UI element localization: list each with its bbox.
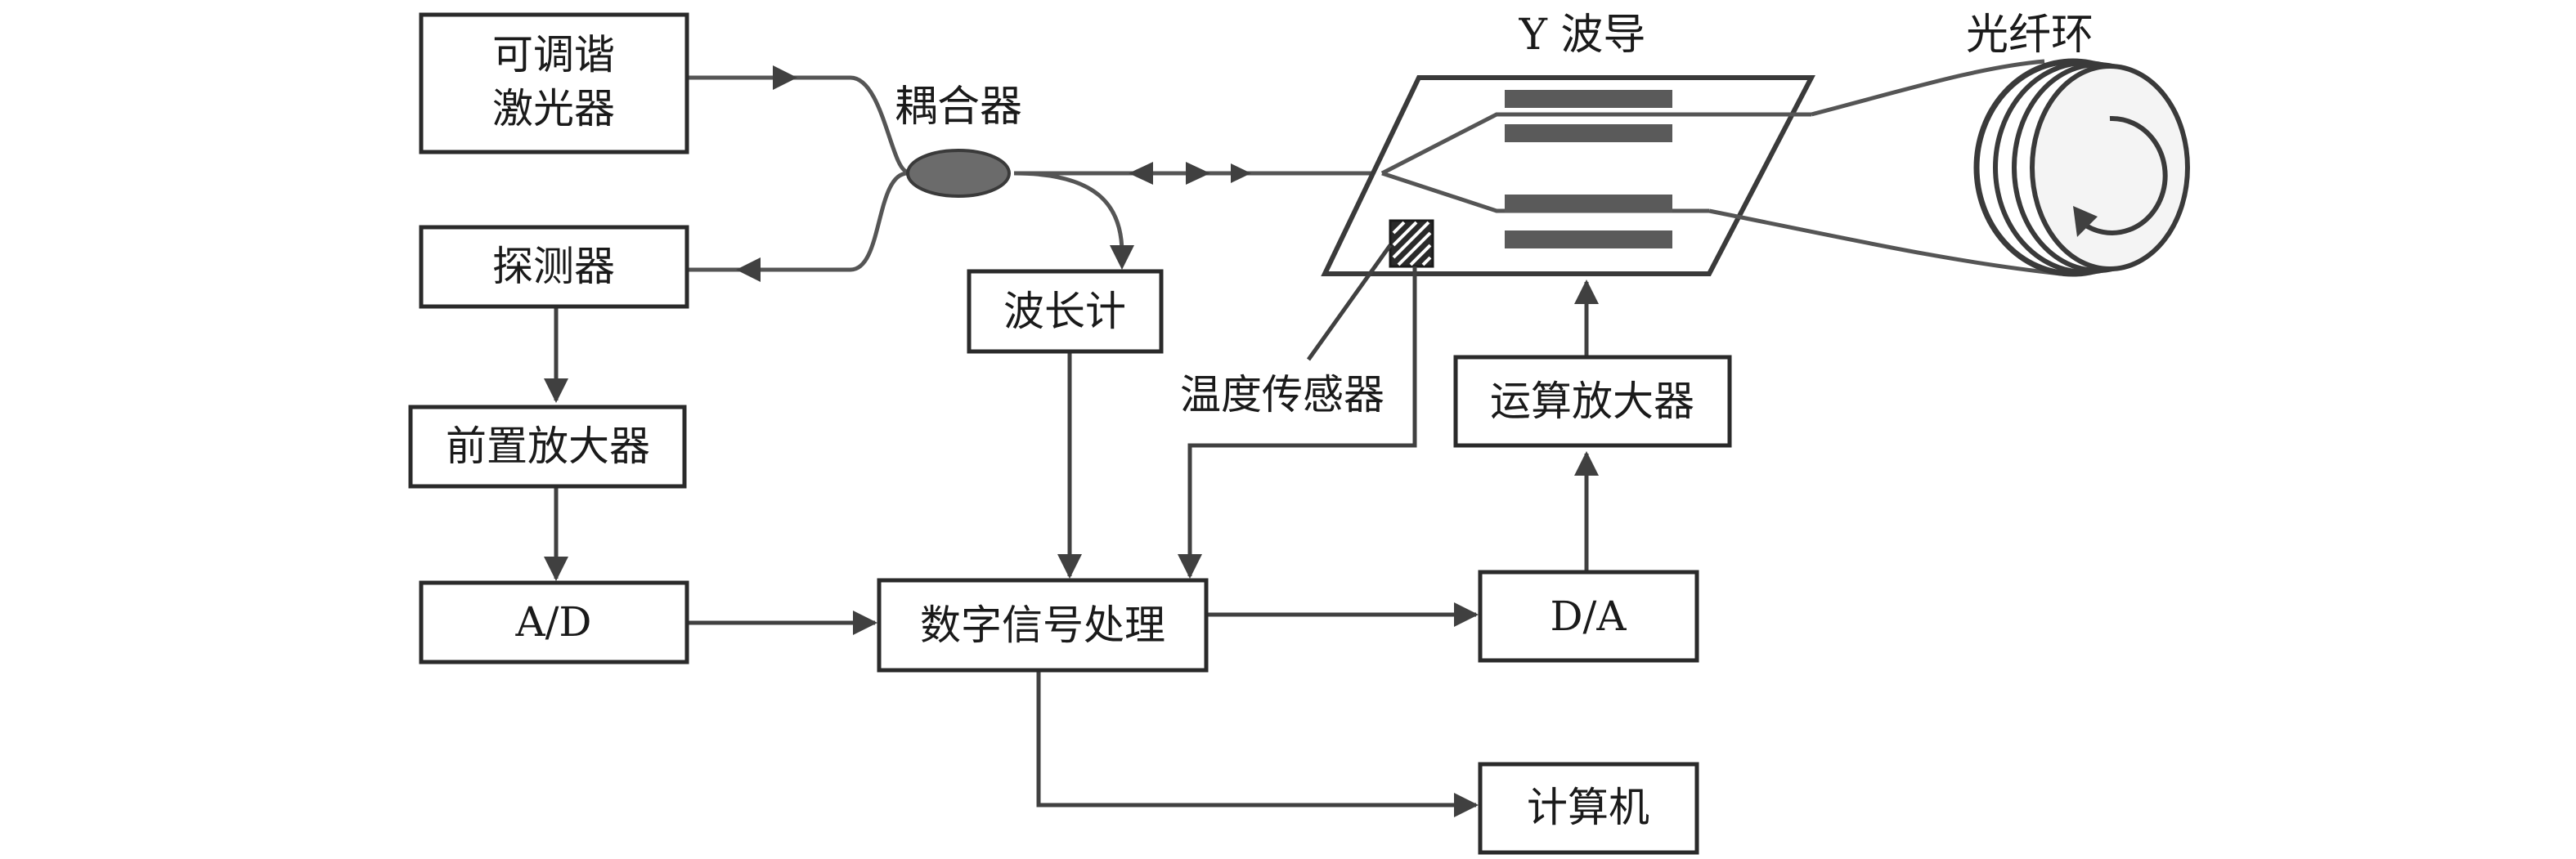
coupler xyxy=(906,149,1011,198)
computer-label: 计算机 xyxy=(1527,784,1649,831)
temperature-sensor-leader xyxy=(1306,244,1393,361)
temperature-sensor-element xyxy=(1389,219,1434,268)
dac-box: D/A xyxy=(1478,570,1699,663)
tunable-laser-label-line1: 可调谐 xyxy=(492,31,615,78)
detector-box: 探测器 xyxy=(419,225,689,309)
fiber-coil xyxy=(1708,58,2190,277)
opamp-label: 运算放大器 xyxy=(1490,378,1694,425)
fiber-coil-label: 光纤环 xyxy=(1966,11,2094,60)
dsp-label: 数字信号处理 xyxy=(920,602,1165,649)
preamp-box: 前置放大器 xyxy=(408,405,687,489)
optical-fiber-paths xyxy=(687,65,1382,282)
temperature-sensor-label: 温度传感器 xyxy=(1180,371,1384,418)
detector-label: 探测器 xyxy=(492,243,615,290)
y-waveguide-label: Y 波导 xyxy=(1519,11,1646,60)
wavemeter-label: 波长计 xyxy=(1003,288,1126,335)
coupler-label: 耦合器 xyxy=(895,83,1022,132)
adc-box: A/D xyxy=(419,580,689,664)
dac-label: D/A xyxy=(1550,593,1627,640)
preamp-label: 前置放大器 xyxy=(446,423,650,470)
y-waveguide xyxy=(1321,75,1815,276)
computer-box: 计算机 xyxy=(1478,762,1699,855)
adc-label: A/D xyxy=(514,598,591,646)
signal-wires xyxy=(544,266,1599,817)
dsp-box: 数字信号处理 xyxy=(877,578,1209,673)
tunable-laser-label-line2: 激光器 xyxy=(492,85,615,132)
tunable-laser-box: 可调谐 激光器 xyxy=(419,12,689,154)
opamp-box: 运算放大器 xyxy=(1453,355,1732,448)
wavemeter-box: 波长计 xyxy=(967,269,1164,354)
